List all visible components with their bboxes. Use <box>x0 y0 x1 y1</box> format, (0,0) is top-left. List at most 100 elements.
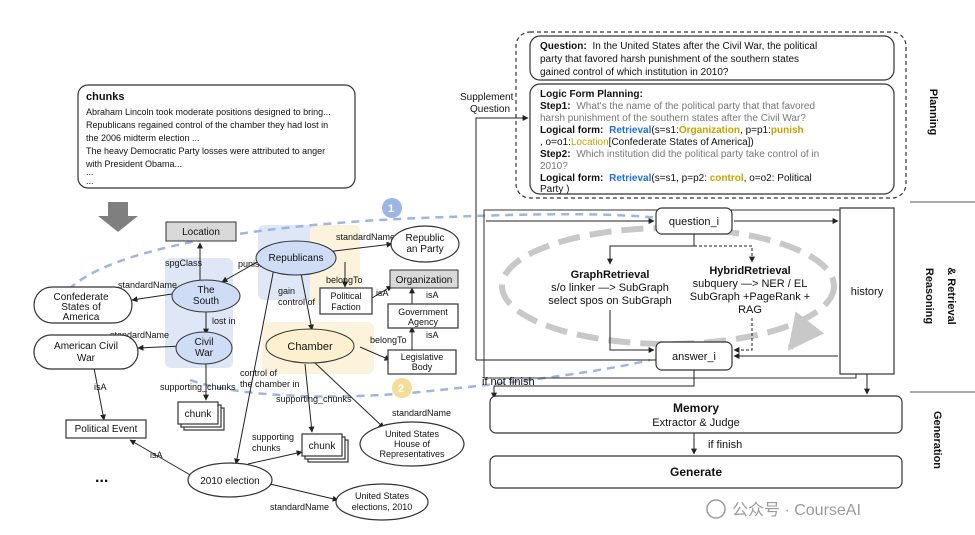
watermark: 公众号 · CourseAI <box>706 499 861 519</box>
logical-form-1: Logical form: Retrieval(s=s1:Organizatio… <box>540 125 804 136</box>
graph-retrieval: GraphRetrieval s/o linker —> SubGraph se… <box>548 269 672 307</box>
edge-label: supporting_chunks <box>276 394 352 404</box>
logic-form-box: Logic Form Planning: Step1: What's the n… <box>529 83 895 195</box>
svg-text:s/o linker —> SubGraph: s/o linker —> SubGraph <box>551 282 669 294</box>
node-political-event: Political Event <box>65 419 147 439</box>
svg-text:Extractor & Judge: Extractor & Judge <box>652 417 739 429</box>
edge-label: gain <box>278 286 295 296</box>
svg-text:American Civil: American Civil <box>54 341 118 352</box>
chunk-line: ... <box>86 176 94 186</box>
edge-label: standardName <box>110 330 169 340</box>
svg-text:United States: United States <box>355 491 410 501</box>
if-not-finish-label: if not finish <box>482 376 535 388</box>
logical-form-1-cont: , o=o1:Location[Confederate States of Am… <box>540 137 754 148</box>
chunk-line: The heavy Democratic Party losses were a… <box>86 146 325 156</box>
svg-text:Government: Government <box>398 307 448 317</box>
svg-text:SubGraph +PageRank +: SubGraph +PageRank + <box>690 291 810 303</box>
svg-text:select spos on SubGraph: select spos on SubGraph <box>548 295 672 307</box>
node-legislative-body: Legislative Body <box>387 349 457 375</box>
memory-box: Memory Extractor & Judge <box>489 395 903 434</box>
edge-label: isA <box>150 450 163 460</box>
edge-label: control of <box>240 368 278 378</box>
edge-label: standardName <box>336 232 395 242</box>
svg-text:chunk: chunk <box>185 409 213 420</box>
svg-text:Representatives: Representatives <box>379 449 445 459</box>
graph-ellipsis: ... <box>95 469 108 486</box>
svg-text:America: America <box>63 312 100 323</box>
node-republicans: Republicans <box>255 240 337 276</box>
step2-line: 2010? <box>540 161 568 172</box>
answer-i-box: answer_i <box>655 341 733 371</box>
graph-edges <box>93 241 415 502</box>
svg-text:Political Event: Political Event <box>75 424 138 435</box>
svg-text:Chamber: Chamber <box>287 341 333 353</box>
svg-text:subquery —> NER / EL: subquery —> NER / EL <box>693 278 808 290</box>
marker-one-label: 1 <box>388 203 394 215</box>
edge-label: standardName <box>118 280 177 290</box>
supplement-arrow <box>475 115 529 360</box>
edge-label: supporting_chunks <box>160 382 236 392</box>
svg-text:an Party: an Party <box>406 244 443 255</box>
chunk-line: ... <box>86 167 94 177</box>
svg-text:Memory: Memory <box>673 401 719 415</box>
wechat-icon <box>706 499 726 519</box>
edge-label: belongTo <box>370 335 407 345</box>
logical-form-2: Logical form: Retrieval(s=s1, p=p2: cont… <box>540 173 812 184</box>
watermark-text: 公众号 · CourseAI <box>732 501 861 519</box>
side-label-planning: Planning <box>927 89 939 135</box>
svg-text:Republic: Republic <box>406 233 445 244</box>
svg-text:Civil: Civil <box>195 337 214 348</box>
svg-text:House of: House of <box>394 439 431 449</box>
edge-label: isA <box>426 330 439 340</box>
planning-dashed-frame <box>515 31 907 199</box>
logical-form-2-cont: Party ) <box>540 184 569 195</box>
svg-text:The: The <box>197 285 215 296</box>
side-label-generation: Generation <box>931 411 943 469</box>
node-2010-election: 2010 election <box>187 462 273 498</box>
flow-arc-two <box>189 358 651 398</box>
node-confederate-states: Confederate States of America <box>33 286 133 324</box>
down-arrow-icon <box>98 202 138 232</box>
edge-label: isA <box>376 288 389 298</box>
svg-text:HybridRetrieval: HybridRetrieval <box>709 265 790 277</box>
edge-label: supporting <box>252 432 294 442</box>
chunk-line: Republicans regained control of the cham… <box>86 120 328 130</box>
svg-text:South: South <box>193 296 219 307</box>
edge-label: standardName <box>270 502 329 512</box>
history-box: history <box>839 207 895 375</box>
node-chamber: Chamber <box>265 328 355 364</box>
side-label-reasoning-cont: & Retrieval <box>945 267 957 325</box>
side-label-reasoning: Reasoning <box>923 268 935 324</box>
node-government-agency: Government Agency <box>387 303 459 329</box>
node-organization: Organization <box>389 269 459 289</box>
chunk-line: with President Obama... <box>85 159 182 169</box>
supplement-label: Question <box>470 104 510 115</box>
chunks-title: chunks <box>86 91 125 103</box>
edge-label: the chamber in <box>240 379 300 389</box>
svg-text:War: War <box>77 353 96 364</box>
svg-text:2010 election: 2010 election <box>200 476 260 487</box>
node-location: Location <box>165 221 237 242</box>
flow-arc-one <box>58 212 661 301</box>
svg-text:Confederate: Confederate <box>53 292 108 303</box>
svg-text:Faction: Faction <box>331 302 361 312</box>
svg-text:RAG: RAG <box>738 304 762 316</box>
node-us-elections-2010: United States elections, 2010 <box>335 483 429 521</box>
svg-text:Organization: Organization <box>396 275 453 286</box>
marker-one <box>382 198 402 218</box>
svg-text:Body: Body <box>412 362 433 372</box>
marker-two-label: 2 <box>398 383 404 395</box>
retrieval-arrows <box>476 218 870 455</box>
question-line: gained control of which institution in 2… <box>540 67 729 78</box>
if-finish-label: if finish <box>708 439 742 451</box>
chunks-box: chunks Abraham Lincoln took moderate pos… <box>77 84 356 189</box>
step1-text: Step1: What's the name of the political … <box>540 101 815 112</box>
hybrid-retrieval: HybridRetrieval subquery —> NER / EL Sub… <box>690 265 810 316</box>
node-chunk-b: chunk <box>301 433 349 463</box>
node-american-civil-war: American Civil War <box>33 334 139 370</box>
generate-box: Generate <box>489 455 903 489</box>
supplement-label: Supplement <box>460 92 514 103</box>
step2-text: Step2: Which institution did the politic… <box>540 149 819 160</box>
